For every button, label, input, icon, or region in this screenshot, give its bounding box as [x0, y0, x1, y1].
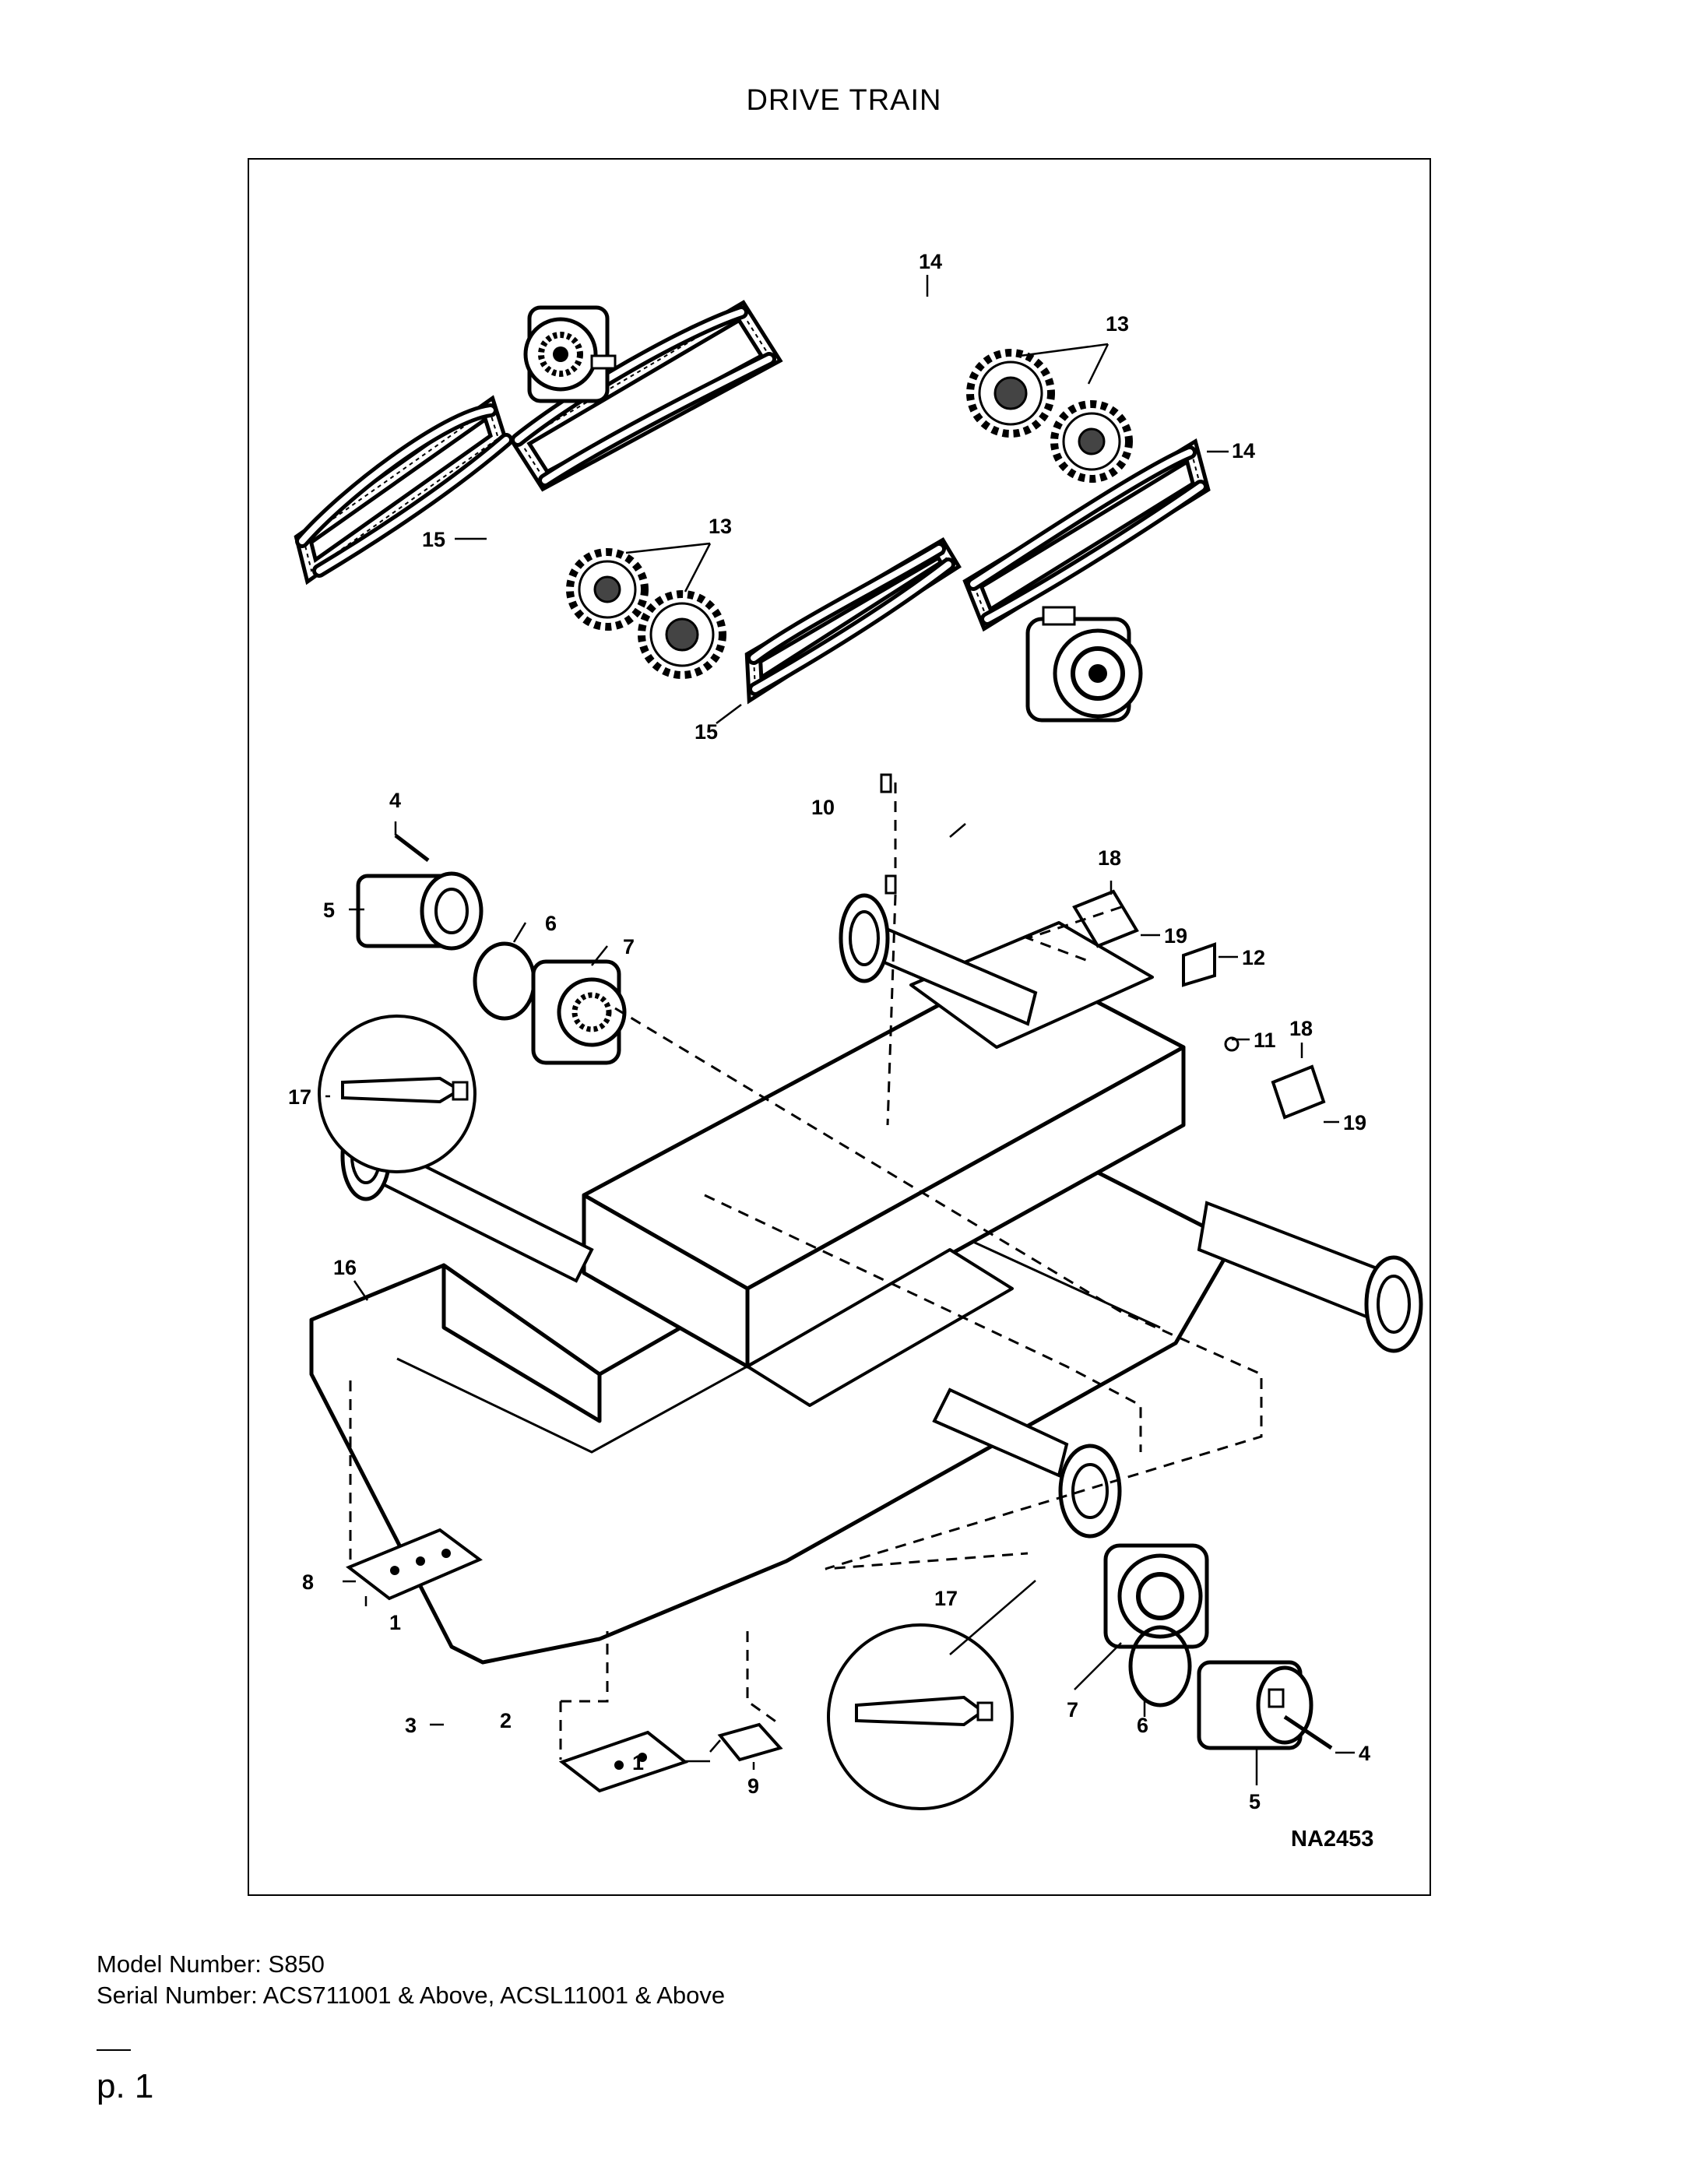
cover-plate-1-left	[346, 1528, 483, 1601]
callout-6-right: 6	[1137, 1714, 1148, 1737]
callout-7-right: 7	[1067, 1698, 1078, 1722]
callout-15-left: 15	[422, 528, 445, 551]
drive-motor-5-left	[356, 871, 484, 951]
drive-housing-7-left	[531, 959, 627, 1065]
drive-motor-5-right	[1197, 1660, 1313, 1750]
callout-5-right: 5	[1249, 1790, 1261, 1813]
bolt-4-left	[394, 834, 430, 862]
axle-tube-front-left	[932, 1387, 1122, 1539]
o-ring-6-left	[473, 941, 536, 1021]
callout-6-left: 6	[545, 912, 557, 935]
assembly-lines	[349, 783, 1263, 1760]
model-number: Model Number: S850	[97, 1950, 325, 1978]
figure-code: NA2453	[1291, 1827, 1373, 1852]
callout-9: 9	[747, 1774, 759, 1798]
callout-13-mid: 13	[709, 515, 732, 538]
drive-housing-7-right	[1103, 1543, 1209, 1649]
grease-tube-17-right	[827, 1623, 1014, 1810]
leader-lines	[325, 275, 1355, 1785]
callout-14-right: 14	[1232, 439, 1255, 462]
nut-11	[1224, 1036, 1240, 1052]
callout-17-right: 17	[934, 1587, 958, 1610]
cover-plate-1-center	[558, 1730, 689, 1793]
callout-19-right: 19	[1343, 1111, 1366, 1134]
bolt-10	[880, 773, 897, 895]
callout-17-left: 17	[288, 1085, 311, 1109]
callout-10: 10	[811, 796, 835, 819]
callout-1-left: 1	[389, 1611, 401, 1634]
motor-housing-upper-left	[523, 305, 617, 403]
shield-19-lower	[1271, 1064, 1326, 1120]
callout-14-top: 14	[919, 250, 942, 273]
callout-2: 2	[500, 1709, 512, 1732]
bolt-4-right	[1283, 1714, 1333, 1750]
chain-15-left	[294, 395, 508, 586]
shield-19-upper	[1072, 889, 1139, 948]
serial-number: Serial Number: ACS711001 & Above, ACSL11…	[97, 1982, 726, 2009]
callout-19-top: 19	[1164, 924, 1187, 948]
sprocket-13-upper-b	[1050, 400, 1133, 483]
callout-18-right: 18	[1289, 1017, 1313, 1040]
callout-15-bottom: 15	[695, 720, 718, 744]
drive-train-diagram: 14 13 14 15 13 15 4 5 6 7 17 10 18 19 12…	[248, 158, 1431, 1896]
page-rule	[97, 2049, 131, 2051]
callout-18-top: 18	[1098, 846, 1121, 870]
motor-housing-upper-right	[1025, 606, 1143, 723]
callout-12: 12	[1242, 946, 1265, 969]
callout-3: 3	[405, 1714, 417, 1737]
page-title: DRIVE TRAIN	[746, 84, 942, 117]
grease-tube-17-left	[318, 1015, 477, 1173]
o-ring-6-right	[1128, 1625, 1192, 1707]
callout-11: 11	[1254, 1029, 1276, 1052]
callout-8: 8	[302, 1570, 314, 1594]
sprocket-13-lower-b	[638, 590, 726, 679]
callout-7-left: 7	[623, 935, 635, 958]
chassis-frame	[309, 921, 1236, 1665]
cover-12	[1182, 942, 1216, 987]
axle-tube-front-right	[1197, 1201, 1423, 1353]
sprocket-13-upper-a	[966, 349, 1055, 438]
callout-4-left: 4	[389, 789, 401, 812]
callout-4-right: 4	[1359, 1742, 1370, 1765]
callout-16: 16	[333, 1256, 357, 1279]
axle-tube-rear-right	[839, 893, 1038, 1026]
page-number: p. 1	[97, 2067, 154, 2105]
cover-plate-2	[717, 1722, 783, 1762]
sprocket-13-lower-a	[566, 548, 649, 631]
callout-13-top: 13	[1106, 312, 1129, 336]
callout-5-left: 5	[323, 899, 335, 922]
callout-1-center: 1	[632, 1751, 644, 1774]
